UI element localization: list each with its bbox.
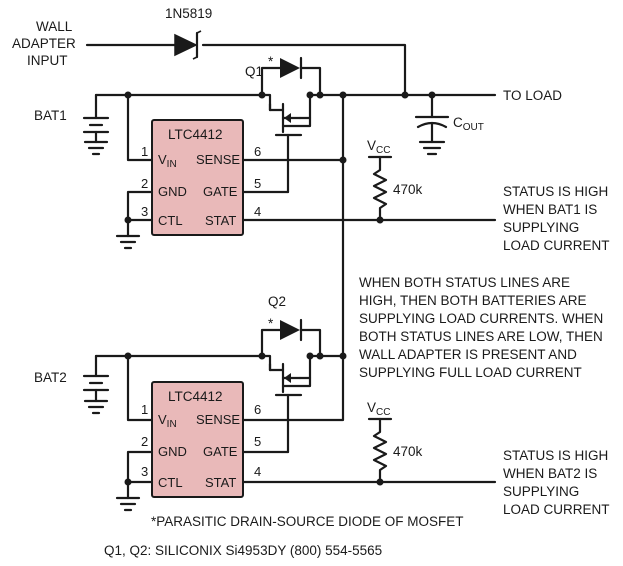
battery-2 [82,354,110,415]
status1-text: STATUS IS HIGH WHEN BAT1 IS SUPPLYING LO… [503,184,610,253]
svg-text:WHEN BAT2 IS: WHEN BAT2 IS [503,466,597,481]
resistor-label-1: 470k [393,182,423,197]
svg-text:SUPPLYING: SUPPLYING [503,220,579,235]
q2-asterisk: * [268,316,274,331]
ltc4412-chip-1: LTC4412 VIN GND CTL SENSE GATE STAT 1 2 … [141,119,261,236]
vin2-wire [126,354,154,422]
svg-text:INPUT: INPUT [27,53,68,68]
junction-dot [401,91,409,99]
junction-dot [339,156,347,164]
svg-text:WHEN BAT1 IS: WHEN BAT1 IS [503,202,597,217]
svg-text:3: 3 [141,464,148,479]
vcc-label-1: VCC [367,138,390,156]
resistor-label-2: 470k [393,444,423,459]
junction-dot [339,91,347,99]
svg-text:LTC4412: LTC4412 [168,389,223,404]
bat2-label: BAT2 [34,370,67,385]
mosfet-q1 [260,56,324,194]
svg-text:ADAPTER: ADAPTER [12,36,76,51]
adapter-wire [85,43,407,97]
svg-text:GATE: GATE [203,444,238,459]
ltc4412-chip-2: LTC4412 VIN GND CTL SENSE GATE STAT 1 2 … [141,381,261,498]
svg-text:3: 3 [141,204,148,219]
svg-text:6: 6 [254,402,261,417]
svg-text:STATUS IS HIGH: STATUS IS HIGH [503,448,608,463]
sense2-wire [241,354,345,422]
svg-text:5: 5 [254,176,261,191]
svg-text:CTL: CTL [158,475,183,490]
q2-label: Q2 [268,294,286,309]
parts-list: Q1, Q2: SILICONIX Si4953DY (800) 554-556… [104,543,382,558]
svg-text:GND: GND [158,184,187,199]
svg-text:GATE: GATE [203,184,238,199]
status2-text: STATUS IS HIGH WHEN BAT2 IS SUPPLYING LO… [503,448,610,517]
svg-text:WALL: WALL [36,19,73,34]
svg-text:5: 5 [254,434,261,449]
svg-text:BOTH STATUS LINES ARE LOW, THE: BOTH STATUS LINES ARE LOW, THEN [359,329,603,344]
output-capacitor [414,93,450,156]
svg-text:STAT: STAT [205,475,236,490]
chip1-ground [115,190,154,250]
svg-text:SUPPLYING: SUPPLYING [503,484,579,499]
svg-text:LOAD CURRENT: LOAD CURRENT [503,238,610,253]
bat1-label: BAT1 [34,108,67,123]
svg-text:SENSE: SENSE [196,412,240,427]
vcc-label-2: VCC [367,400,390,418]
svg-text:LTC4412: LTC4412 [168,127,223,142]
svg-text:1: 1 [141,144,148,159]
q1-asterisk: * [268,54,274,69]
svg-text:4: 4 [254,464,261,479]
svg-text:4: 4 [254,204,261,219]
pullup-resistor-2 [367,417,393,484]
svg-text:6: 6 [254,144,261,159]
operation-note: WHEN BOTH STATUS LINES ARE HIGH, THEN BO… [359,275,603,380]
svg-text:HIGH, THEN BOTH BATTERIES ARE: HIGH, THEN BOTH BATTERIES ARE [359,293,587,308]
svg-text:VIN: VIN [158,152,177,170]
mosfet-q2 [260,318,345,454]
svg-text:WALL ADAPTER IS PRESENT AND: WALL ADAPTER IS PRESENT AND [359,347,577,362]
svg-text:LOAD CURRENT: LOAD CURRENT [503,502,610,517]
footnote-parasitic-diode: *PARASITIC DRAIN-SOURCE DIODE OF MOSFET [151,514,464,529]
schottky-diode [174,30,202,60]
vin1-wire [126,93,154,162]
svg-text:CTL: CTL [158,213,183,228]
svg-text:2: 2 [141,434,148,449]
pullup-resistor-1 [367,155,393,222]
svg-text:STAT: STAT [205,213,236,228]
svg-text:2: 2 [141,176,148,191]
battery-1 [82,93,110,156]
chip2-ground [115,450,154,512]
svg-text:WHEN BOTH STATUS LINES ARE: WHEN BOTH STATUS LINES ARE [359,275,570,290]
wall-adapter-label: WALL ADAPTER INPUT [12,19,76,68]
svg-text:GND: GND [158,444,187,459]
svg-text:SUPPLYING LOAD CURRENTS. WHEN: SUPPLYING LOAD CURRENTS. WHEN [359,311,603,326]
diode-part-label: 1N5819 [165,6,212,21]
cout-label: COUT [453,115,484,133]
svg-text:STATUS IS HIGH: STATUS IS HIGH [503,184,608,199]
q1-label: Q1 [245,64,263,79]
svg-text:VIN: VIN [158,412,177,430]
svg-text:1: 1 [141,402,148,417]
svg-text:SENSE: SENSE [196,152,240,167]
svg-text:SUPPLYING FULL LOAD CURRENT: SUPPLYING FULL LOAD CURRENT [359,365,582,380]
to-load-label: TO LOAD [503,88,562,103]
